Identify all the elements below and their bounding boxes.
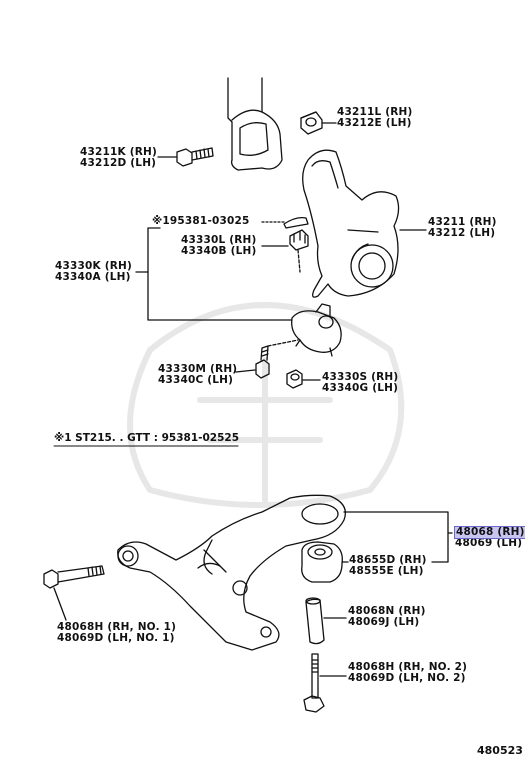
callout-bushing: 48655D (RH)48555E (LH) bbox=[349, 554, 427, 577]
diagram-id: 480523 bbox=[477, 744, 523, 757]
strut-icon bbox=[227, 77, 283, 171]
ball-joint-icon bbox=[291, 303, 342, 357]
arm-bolt-no2-icon bbox=[303, 653, 325, 713]
watermark bbox=[127, 302, 405, 508]
arm-bolt-no1-icon bbox=[43, 565, 105, 589]
callout-arm-bolt-2: 48068H (RH, NO. 2)48069D (LH, NO. 2) bbox=[348, 661, 468, 684]
callout-collar: 48068N (RH)48069J (LH) bbox=[348, 605, 426, 628]
callout-nut-top: 43211L (RH)43212E (LH) bbox=[337, 106, 413, 129]
callout-bolt-top: 43211K (RH)43212D (LH) bbox=[80, 146, 157, 169]
collar-icon bbox=[305, 597, 325, 645]
ball-joint-nut-icon bbox=[286, 369, 303, 389]
nut-icon bbox=[300, 111, 323, 135]
callout-arm-bolt-1: 48068H (RH, NO. 1)48069D (LH, NO. 1) bbox=[57, 621, 177, 644]
callout-cotter: ※195381-03025 bbox=[152, 215, 250, 227]
bolt-icon bbox=[176, 147, 214, 167]
callout-bj-nut: 43330S (RH)43340G (LH) bbox=[322, 371, 399, 394]
cotter-pin-icon bbox=[283, 216, 309, 229]
highlighted-part-number[interactable]: 48068 (RH) bbox=[454, 526, 525, 539]
castle-nut-icon bbox=[289, 229, 309, 251]
bushing-icon bbox=[301, 541, 343, 583]
ball-joint-bolt-icon bbox=[255, 345, 270, 379]
callout-lower-arm[interactable]: 48068 (RH)48069 (LH) bbox=[454, 526, 525, 549]
lower-control-arm-icon bbox=[117, 494, 347, 651]
callout-castle-nut: 43330L (RH)43340B (LH) bbox=[181, 234, 257, 257]
callout-ball-joint: 43330K (RH)43340A (LH) bbox=[55, 260, 132, 283]
callout-knuckle: 43211 (RH)43212 (LH) bbox=[428, 216, 497, 239]
steering-knuckle-icon bbox=[302, 149, 400, 298]
footnote: ※1 ST215. . GTT : 95381-02525 bbox=[54, 432, 240, 444]
callout-bj-bolt: 43330M (RH)43340C (LH) bbox=[158, 363, 238, 386]
